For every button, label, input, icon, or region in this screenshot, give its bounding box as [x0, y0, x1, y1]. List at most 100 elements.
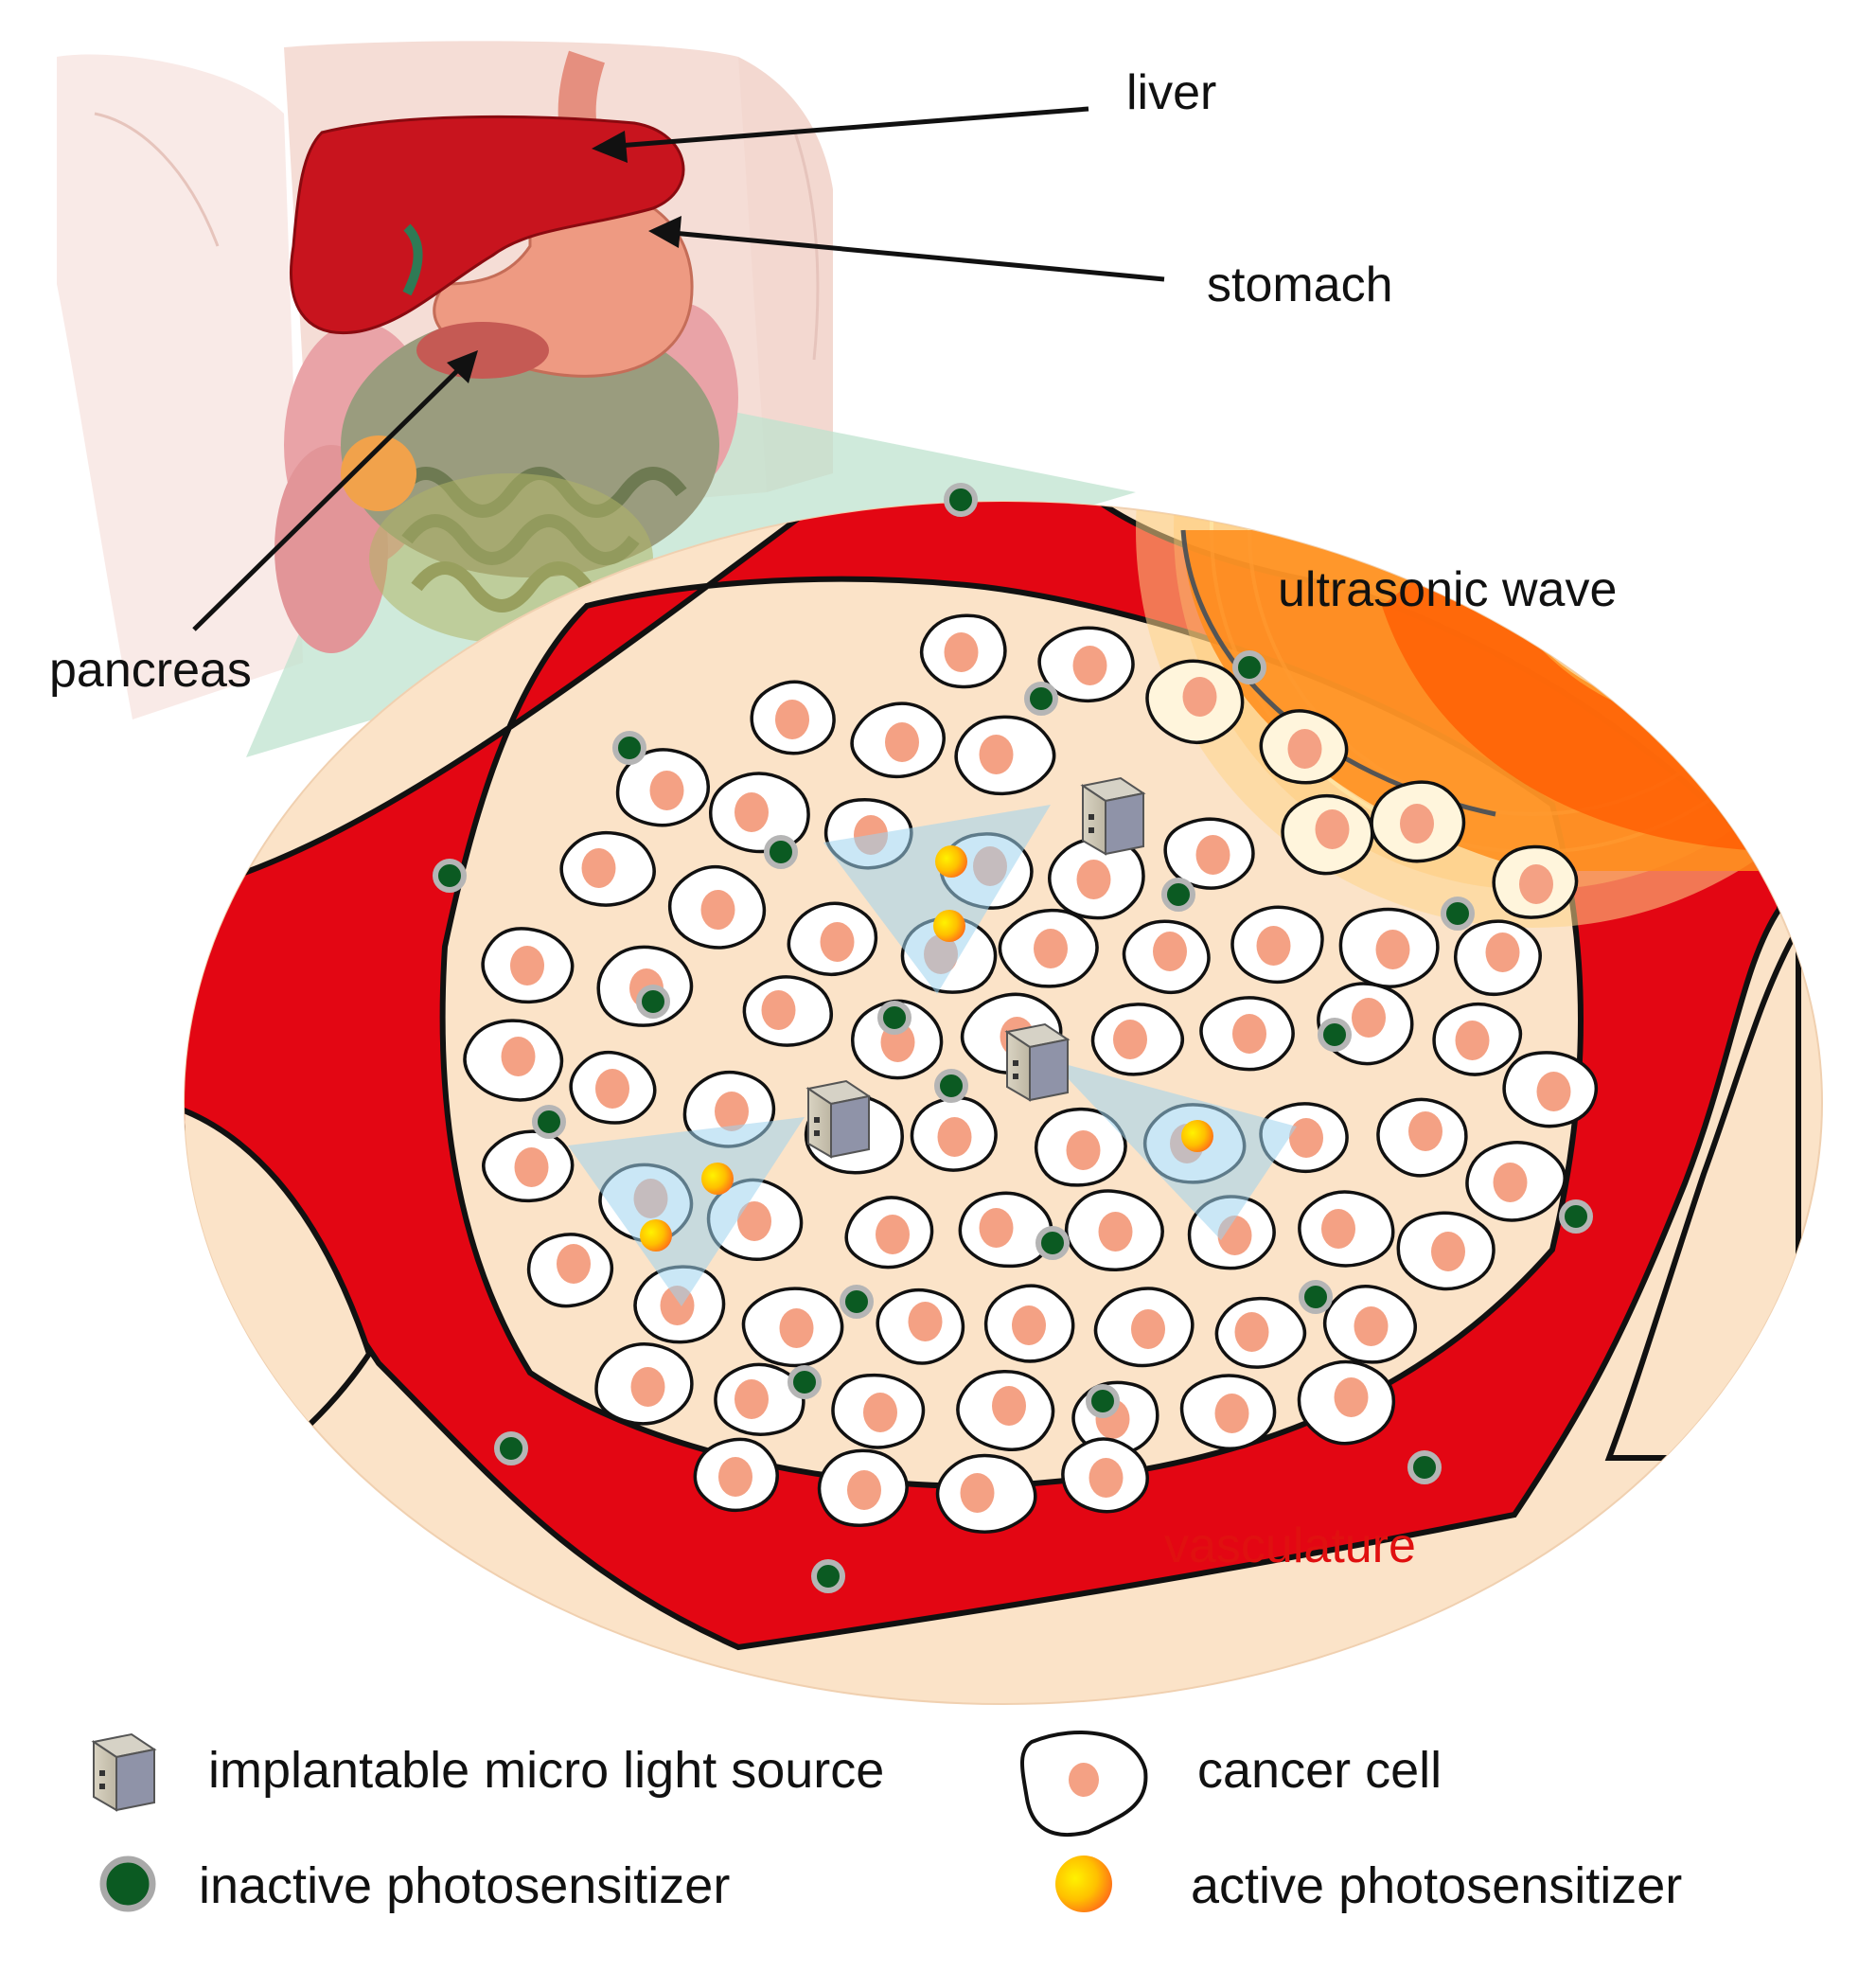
- cell-nucleus: [1334, 1377, 1369, 1417]
- label-ultrasonic-wave: ultrasonic wave: [1278, 562, 1617, 617]
- cell-nucleus: [557, 1244, 591, 1284]
- zoom-oval: [184, 483, 1823, 1705]
- cell-nucleus: [1088, 1458, 1124, 1498]
- inactive-photosensitizer: [1086, 1384, 1120, 1418]
- annotation-arrows: [192, 106, 1165, 631]
- cell-nucleus: [885, 722, 919, 762]
- active-photosensitizer: [1181, 1120, 1213, 1152]
- cell-nucleus: [863, 1393, 897, 1432]
- cell-nucleus: [1400, 804, 1434, 843]
- inactive-photosensitizers: [433, 483, 1593, 1593]
- cell-nucleus: [1315, 809, 1350, 849]
- cell-nucleus: [1234, 1312, 1269, 1352]
- cell-nucleus: [1195, 835, 1230, 875]
- inactive-photosensitizer: [788, 1365, 822, 1399]
- arrow-liver: [605, 106, 1089, 150]
- cell-nucleus: [1493, 1163, 1528, 1202]
- cell-nucleus: [1113, 1020, 1147, 1059]
- legend-inactive-icon: [99, 1856, 156, 1912]
- active-photosensitizer: [701, 1163, 734, 1195]
- pancreas: [416, 322, 549, 379]
- inactive-photosensitizer: [433, 859, 467, 893]
- cell-nucleus: [820, 922, 855, 962]
- cell-nucleus: [514, 1147, 549, 1187]
- legend: implantable micro light source cancer ce…: [93, 1731, 1682, 1914]
- cell-nucleus: [992, 1386, 1026, 1426]
- cell-nucleus: [937, 1117, 972, 1157]
- light-cone: [568, 1117, 805, 1306]
- cell-nucleus: [779, 1308, 814, 1348]
- cell-nucleus: [775, 700, 809, 739]
- cell-nucleus: [1519, 864, 1553, 904]
- cell-nucleus: [1536, 1072, 1571, 1111]
- cell-nucleus: [715, 1092, 749, 1131]
- cell-nucleus: [1034, 929, 1068, 968]
- inactive-photosensitizer: [494, 1431, 528, 1465]
- legend-light-source-icon: [93, 1733, 155, 1811]
- active-photosensitizer: [933, 910, 965, 942]
- cell-nucleus: [1098, 1212, 1133, 1252]
- cell-nucleus: [1012, 1305, 1046, 1345]
- cell-nucleus: [979, 735, 1014, 774]
- cell-nucleus: [1354, 1306, 1389, 1346]
- liver: [290, 115, 685, 334]
- cell-nucleus: [1287, 729, 1322, 769]
- cell-nucleus: [737, 1201, 771, 1241]
- label-pancreas: pancreas: [49, 643, 252, 698]
- inactive-photosensitizer: [636, 985, 670, 1019]
- cell-nucleus: [1072, 646, 1107, 685]
- inactive-photosensitizer: [811, 1559, 845, 1593]
- cell-nucleus: [1352, 998, 1386, 1038]
- legend-light-source-label: implantable micro light source: [208, 1742, 884, 1799]
- cell-nucleus: [876, 1215, 910, 1254]
- arrow-stomach: [662, 229, 1165, 282]
- inactive-photosensitizer: [1318, 1018, 1352, 1052]
- cell-nucleus: [510, 946, 544, 986]
- cell-nucleus: [734, 792, 769, 832]
- inactive-photosensitizer: [1299, 1280, 1333, 1314]
- cell-nucleus: [1455, 1021, 1490, 1060]
- inactive-photosensitizer: [1024, 682, 1058, 716]
- cell-nucleus: [734, 1379, 769, 1419]
- inactive-photosensitizer: [934, 1069, 968, 1103]
- cell-nucleus: [1485, 932, 1520, 972]
- active-photosensitizer: [935, 845, 967, 878]
- light-cone: [1051, 1060, 1297, 1240]
- label-vasculature: vasculature: [1164, 1518, 1416, 1573]
- inactive-photosensitizer: [1161, 878, 1195, 912]
- cell-nucleus: [1076, 860, 1111, 899]
- cell-nucleus: [1375, 930, 1410, 969]
- arrow-pancreas: [192, 358, 470, 631]
- cell-nucleus: [1153, 932, 1187, 971]
- micro-light-source: [1006, 1023, 1069, 1101]
- active-photosensitizer: [640, 1219, 672, 1252]
- cell-nucleus: [1066, 1130, 1101, 1170]
- cell-nucleus: [847, 1470, 881, 1510]
- cell-nucleus: [1431, 1232, 1465, 1271]
- legend-active-label: active photosensitizer: [1191, 1857, 1682, 1914]
- legend-cancer-cell-label: cancer cell: [1197, 1742, 1442, 1799]
- cell-nucleus: [630, 1367, 665, 1407]
- active-photosensitizers: [640, 845, 1213, 1252]
- cell-nucleus: [960, 1473, 995, 1513]
- intestines: [274, 303, 738, 653]
- cell-nucleus: [1256, 926, 1291, 966]
- inactive-photosensitizer: [840, 1285, 874, 1319]
- legend-active-icon: [1055, 1856, 1112, 1912]
- cell-nucleus: [1321, 1209, 1355, 1249]
- inactive-photosensitizer: [1232, 650, 1266, 684]
- legend-inactive-label: inactive photosensitizer: [199, 1857, 730, 1914]
- inactive-photosensitizer: [612, 731, 646, 765]
- inactive-photosensitizer: [1559, 1199, 1593, 1234]
- inactive-photosensitizer: [944, 483, 978, 517]
- cell-nucleus: [944, 632, 979, 672]
- inactive-photosensitizer: [1441, 897, 1475, 931]
- cell-nucleus: [649, 771, 684, 810]
- micro-light-source: [807, 1080, 870, 1158]
- inactive-photosensitizer: [532, 1105, 566, 1139]
- cell-nucleus: [718, 1457, 752, 1497]
- cell-nucleus: [581, 848, 616, 888]
- cell-nucleus: [1408, 1111, 1442, 1151]
- cell-nucleus: [700, 890, 735, 930]
